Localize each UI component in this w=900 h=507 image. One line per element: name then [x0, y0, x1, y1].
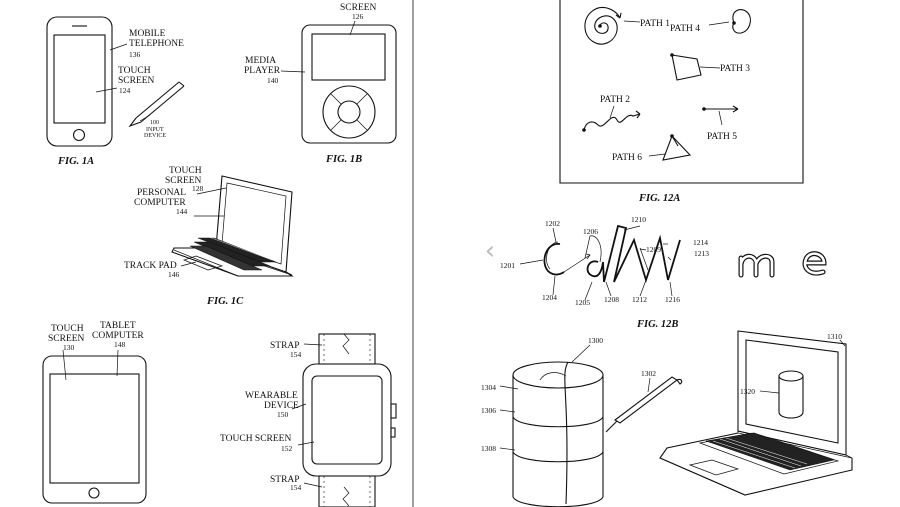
ref-1204: 1204	[542, 293, 557, 302]
path-6-label: PATH 6	[612, 153, 642, 163]
label-touch: TOUCH	[169, 166, 202, 176]
label-touch: TOUCH	[118, 66, 151, 76]
label-telephone: TELEPHONE	[129, 39, 184, 49]
ref-1210: 1210	[631, 215, 646, 224]
ref-128: 128	[192, 184, 204, 193]
ref-154-top: 154	[290, 350, 302, 359]
ref-126: 126	[352, 12, 364, 21]
label-device: DEVICE	[144, 133, 166, 139]
ref-146: 146	[168, 270, 180, 279]
label-player: PLAYER	[244, 66, 281, 76]
fig-1d-tablet-computer: TOUCH SCREEN 130 TABLET COMPUTER 148	[43, 321, 146, 503]
label-screen: SCREEN	[118, 76, 155, 86]
ref-152: 152	[281, 444, 293, 453]
ref-1206: 1206	[583, 227, 598, 236]
caption-fig-12b: FIG. 12B	[636, 319, 678, 330]
ref-124: 124	[119, 86, 131, 95]
fig-1b-media-player: SCREEN 126 MEDIA PLAYER 140 FIG. 1B	[244, 3, 396, 165]
ref-1300: 1300	[588, 336, 603, 345]
fig-1a-mobile-telephone: MOBILE TELEPHONE 136 TOUCH SCREEN 124 10…	[47, 17, 184, 167]
ref-1214: 1214	[693, 238, 708, 247]
label-mobile: MOBILE	[129, 29, 166, 39]
ref-136: 136	[129, 50, 141, 59]
caption-fig-1a: FIG. 1A	[57, 156, 94, 167]
fig-12a-paths: PATH 1 PATH 4 PATH 3 PATH 2 PATH 5 PATH …	[560, 0, 803, 204]
ref-1205: 1205	[575, 298, 590, 307]
ref-1320: 1320	[740, 387, 755, 396]
caption-fig-1b: FIG. 1B	[325, 154, 362, 165]
ref-1213: 1213	[694, 249, 709, 258]
path-2-label: PATH 2	[600, 95, 630, 105]
ref-1302: 1302	[641, 369, 656, 378]
caption-fig-1c: FIG. 1C	[206, 296, 244, 307]
caption-fig-12a: FIG. 12A	[638, 193, 680, 204]
ref-1202: 1202	[545, 219, 560, 228]
fig-1c-personal-computer: TOUCH SCREEN 128 PERSONAL COMPUTER 144 T…	[124, 166, 292, 307]
ref-1216: 1216	[665, 295, 680, 304]
label-media: MEDIA	[245, 56, 276, 66]
fig-13-3d-modeling: 1300 1304 1306 1308 1302 1320 1310	[481, 331, 852, 507]
ref-154-bottom: 154	[290, 483, 302, 492]
ref-148: 148	[114, 340, 126, 349]
path-1-label: PATH 1	[640, 19, 670, 29]
ref-100: 100	[150, 120, 159, 126]
ref-144: 144	[176, 207, 188, 216]
fig-12b-handwriting: 1201 1202 1204 1205 1206 1208 1209 1210 …	[500, 215, 824, 330]
ref-130: 130	[63, 343, 75, 352]
ref-1212: 1212	[632, 295, 647, 304]
ref-1310: 1310	[827, 332, 842, 341]
label-touchscreen: TOUCH SCREEN	[220, 434, 291, 444]
path-3-label: PATH 3	[720, 64, 750, 74]
label-personal: PERSONAL	[137, 188, 186, 198]
ref-1209: 1209	[646, 245, 661, 254]
previous-slide-chevron-icon[interactable]: ‹	[477, 234, 503, 268]
ref-1304: 1304	[481, 383, 496, 392]
label-tablet: TABLET	[100, 321, 136, 331]
ref-1308: 1308	[481, 444, 496, 453]
ref-1306: 1306	[481, 406, 496, 415]
ref-140: 140	[267, 76, 279, 85]
path-4-label: PATH 4	[670, 24, 700, 34]
fig-1e-wearable-device: STRAP 154 WEARABLE DEVICE 150 TOUCH SCRE…	[220, 334, 396, 507]
label-wearable: WEARABLE	[245, 391, 298, 401]
path-5-label: PATH 5	[707, 132, 737, 142]
ref-150: 150	[277, 410, 289, 419]
ref-1208: 1208	[604, 295, 619, 304]
label-touch: TOUCH	[51, 324, 84, 334]
